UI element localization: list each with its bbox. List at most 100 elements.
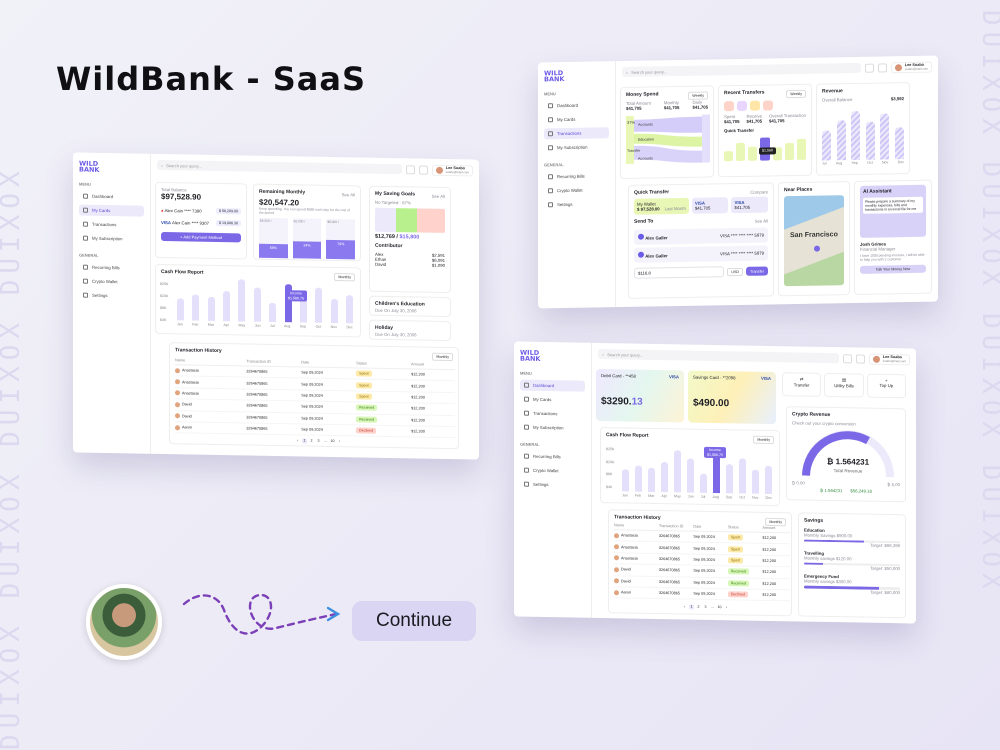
- sidebar-item-settings[interactable]: Settings: [520, 479, 585, 491]
- calendar-icon[interactable]: [855, 353, 865, 364]
- bell-icon[interactable]: [405, 164, 415, 174]
- cashflow-bar[interactable]: [765, 466, 772, 494]
- cashflow-bar[interactable]: [238, 279, 246, 322]
- sidebar-item-settings[interactable]: Settings: [79, 290, 144, 302]
- sidebar-item-transactions[interactable]: Transactions: [79, 219, 144, 231]
- page-button[interactable]: ‹: [683, 604, 686, 609]
- revenue-bar[interactable]: [865, 121, 875, 160]
- cashflow-bar[interactable]: [330, 298, 338, 324]
- page-button[interactable]: 2: [310, 438, 313, 443]
- sidebar-item-recurring-bills[interactable]: Recurring Bills: [520, 451, 585, 463]
- map-pin-icon[interactable]: [814, 245, 820, 252]
- cashflow-bar[interactable]: [192, 294, 200, 321]
- sidebar-item-subscription[interactable]: My Subscription: [520, 422, 585, 434]
- cashflow-bar[interactable]: [739, 458, 746, 494]
- sidebar-item-my-cards[interactable]: My Cards: [520, 394, 585, 406]
- revenue-bar[interactable]: [836, 119, 846, 161]
- bell-icon[interactable]: [842, 353, 852, 363]
- page-button[interactable]: 10: [717, 605, 722, 610]
- page-button[interactable]: ‹: [296, 438, 299, 443]
- sidebar-item-my-cards[interactable]: My Cards: [79, 204, 144, 217]
- cashflow-bar[interactable]: [713, 454, 720, 494]
- continue-button[interactable]: Continue: [352, 601, 476, 641]
- revenue-bar[interactable]: [894, 126, 904, 160]
- mini-bar[interactable]: [724, 150, 734, 162]
- page-button[interactable]: 3: [704, 604, 707, 609]
- sidebar-item-crypto-wallet[interactable]: Crypto Wallet: [79, 276, 144, 288]
- sidebar-item-recurring-bills[interactable]: Recurring Bills: [79, 262, 144, 274]
- sidebar-item-transactions[interactable]: Transactions: [544, 127, 609, 140]
- page-button[interactable]: ›: [338, 439, 341, 444]
- search-input[interactable]: ⌕Search your query...: [622, 62, 861, 78]
- ai-talk-button[interactable]: Talk Your Money Now: [860, 264, 926, 274]
- cashflow-bar[interactable]: [207, 296, 215, 321]
- avatar[interactable]: [750, 100, 760, 111]
- column-header[interactable]: Amount: [411, 362, 425, 367]
- sidebar-item-dashboard[interactable]: Dashboard: [520, 379, 585, 392]
- transfer-button[interactable]: Transfer: [746, 266, 768, 276]
- cashflow-bar[interactable]: [177, 298, 184, 321]
- mini-bar[interactable]: [748, 146, 758, 161]
- sidebar-item-subscription[interactable]: My Subscription: [79, 233, 144, 245]
- column-header[interactable]: Date: [301, 360, 310, 365]
- column-header[interactable]: Transaction ID: [246, 359, 271, 364]
- revenue-bar[interactable]: [880, 113, 890, 160]
- sidebar-item-dashboard[interactable]: Dashboard: [544, 99, 609, 111]
- amount-input[interactable]: $116.8: [634, 266, 725, 279]
- sidebar-item-my-cards[interactable]: My Cards: [544, 113, 609, 125]
- mini-bar[interactable]: [796, 139, 806, 160]
- map[interactable]: San Francisco: [784, 195, 844, 287]
- history-period-select[interactable]: Monthly: [432, 352, 453, 361]
- search-input[interactable]: ⌕Search your query...: [598, 348, 839, 364]
- avatar[interactable]: [737, 100, 747, 112]
- sidebar-item-crypto-wallet[interactable]: Crypto Wallet: [544, 184, 609, 196]
- currency-select[interactable]: USD: [727, 267, 743, 276]
- page-button[interactable]: ...: [711, 604, 714, 609]
- avatar[interactable]: [763, 100, 773, 111]
- column-header[interactable]: Status: [356, 361, 367, 366]
- column-header[interactable]: Transaction ID: [658, 524, 684, 529]
- page-button[interactable]: ›: [725, 605, 728, 610]
- calendar-icon[interactable]: [877, 62, 887, 73]
- cashflow-bar[interactable]: [223, 291, 231, 322]
- column-header[interactable]: Amount: [762, 525, 776, 531]
- page-button[interactable]: 1: [689, 604, 694, 610]
- add-payment-button[interactable]: + Add Payment Method: [161, 231, 241, 243]
- column-header[interactable]: Name: [175, 358, 186, 363]
- visa-card-option[interactable]: VISA$41,705: [731, 196, 769, 214]
- page-button[interactable]: 2: [697, 604, 700, 609]
- childrens-education-card[interactable]: Children's Education Due On July 30, 200…: [369, 295, 451, 318]
- cashflow-bar[interactable]: [622, 469, 629, 492]
- mini-bar[interactable]: [784, 143, 794, 161]
- column-header[interactable]: Date: [693, 524, 702, 529]
- visa-card-option[interactable]: VISA$41,705: [691, 197, 729, 214]
- sidebar-item-recurring-bills[interactable]: Recurring Bills: [544, 170, 609, 182]
- mini-bar[interactable]: [736, 142, 746, 162]
- search-input[interactable]: ⌕Search your query...: [157, 159, 402, 175]
- cashflow-bar[interactable]: [752, 469, 759, 494]
- cashflow-bar[interactable]: [269, 302, 277, 323]
- sidebar-item-subscription[interactable]: My Subscription: [544, 141, 609, 153]
- column-header[interactable]: Status: [727, 525, 739, 530]
- transfer-action-button[interactable]: ⇄Transfer: [782, 372, 822, 397]
- calendar-icon[interactable]: [418, 164, 428, 175]
- utility-bills-action-button[interactable]: ▤Utility Bills: [824, 372, 864, 398]
- cashflow-bar[interactable]: [253, 288, 261, 322]
- cashflow-bar[interactable]: [661, 462, 668, 493]
- sidebar-item-settings[interactable]: Settings: [544, 198, 609, 210]
- sidebar-item-crypto-wallet[interactable]: Crypto Wallet: [520, 465, 585, 477]
- cashflow-bar[interactable]: [345, 295, 353, 324]
- cashflow-bar[interactable]: [687, 458, 694, 493]
- bell-icon[interactable]: [864, 63, 874, 73]
- sidebar-item-transactions[interactable]: Transactions: [520, 408, 585, 420]
- cashflow-bar[interactable]: [674, 450, 681, 493]
